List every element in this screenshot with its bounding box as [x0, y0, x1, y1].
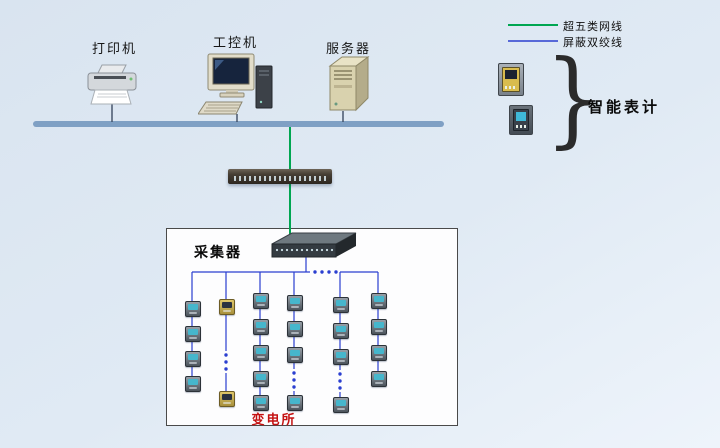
meter-icon [185, 376, 201, 392]
printer-label: 打印机 [92, 41, 138, 56]
smart-meters-label: 智能表计 [588, 100, 661, 116]
switch-ports [234, 176, 326, 181]
ethernet-switch-icon [228, 169, 332, 184]
meter-icon [185, 326, 201, 342]
meter-icon [371, 371, 387, 387]
meter-icon [333, 349, 349, 365]
meter-icon [287, 295, 303, 311]
meter-icon [333, 397, 349, 413]
meter-icon [371, 345, 387, 361]
meter-icon [253, 293, 269, 309]
collector-label: 采集器 [194, 246, 242, 261]
smart-meter-buttons [505, 86, 517, 89]
meter-icon [253, 345, 269, 361]
meter-icon [253, 319, 269, 335]
meter-icon [287, 347, 303, 363]
server-label: 服务器 [326, 41, 372, 56]
substation-label: 变电所 [251, 412, 297, 427]
meter-icon [371, 319, 387, 335]
meter-icon [185, 351, 201, 367]
smart-meter-icon-large [498, 63, 524, 96]
industrial-pc-label: 工控机 [213, 35, 259, 50]
industrial-pc-icon [197, 52, 276, 121]
meter-icon [253, 371, 269, 387]
smart-meter-screen [516, 112, 526, 121]
printer-icon [82, 64, 142, 115]
meter-icon [185, 301, 201, 317]
legend-label-cat5: 超五类网线 [563, 21, 623, 33]
smart-meter-face [502, 67, 520, 92]
meter-icon [287, 395, 303, 411]
smart-meter-brace: } [544, 37, 602, 159]
meter-icon [253, 395, 269, 411]
server-icon [324, 54, 374, 119]
smart-meter-buttons [516, 125, 528, 128]
meter-icon [219, 299, 235, 315]
collector-icon [264, 228, 360, 269]
smart-meter-screen [505, 70, 517, 79]
meter-icon [333, 323, 349, 339]
substation-box [166, 228, 458, 426]
smart-meter-icon-small [509, 105, 533, 135]
legend-label-twisted-pair: 屏蔽双绞线 [563, 37, 623, 49]
meter-icon [219, 391, 235, 407]
meter-icon [371, 293, 387, 309]
meter-icon [287, 321, 303, 337]
meter-icon [333, 297, 349, 313]
smart-meter-face [513, 109, 529, 131]
